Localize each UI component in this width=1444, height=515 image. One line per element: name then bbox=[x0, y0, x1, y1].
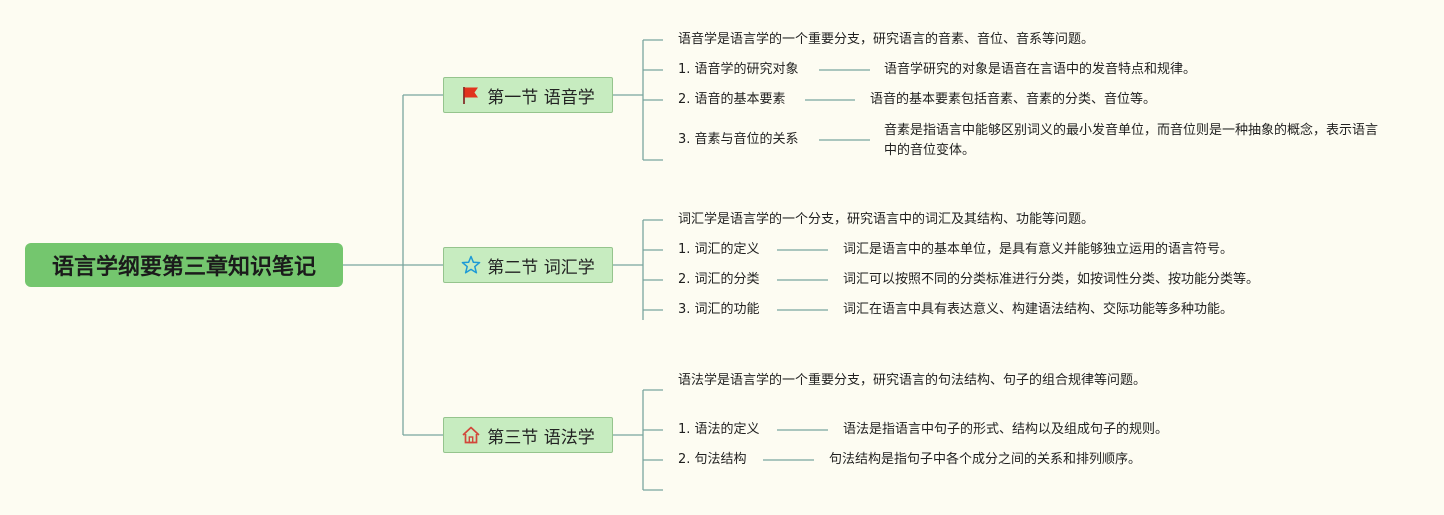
section-intro: 语法学是语言学的一个重要分支，研究语言的句法结构、句子的组合规律等问题。 bbox=[678, 373, 1147, 388]
house-icon bbox=[461, 425, 481, 445]
subtopic-label: 1. 语音学的研究对象 bbox=[678, 62, 799, 77]
subtopic-label: 3. 音素与音位的关系 bbox=[678, 132, 799, 147]
section-topic-lexicology[interactable]: 第二节 词汇学 bbox=[443, 247, 613, 283]
subtopic-description: 语法是指语言中句子的形式、结构以及组成句子的规则。 bbox=[843, 422, 1169, 437]
section-topic-phonetics[interactable]: 第一节 语音学 bbox=[443, 77, 613, 113]
section-title: 第三节 语法学 bbox=[487, 427, 595, 448]
star-icon bbox=[461, 255, 481, 275]
subtopic-label: 3. 词汇的功能 bbox=[678, 302, 760, 317]
subtopic-description: 句法结构是指句子中各个成分之间的关系和排列顺序。 bbox=[829, 452, 1142, 467]
section-title: 第一节 语音学 bbox=[487, 87, 595, 108]
subtopic-label: 2. 句法结构 bbox=[678, 452, 747, 467]
subtopic-label: 2. 语音的基本要素 bbox=[678, 92, 786, 107]
subtopic-description: 语音学研究的对象是语音在言语中的发音特点和规律。 bbox=[884, 62, 1197, 77]
subtopic-label: 1. 语法的定义 bbox=[678, 422, 760, 437]
subtopic-label: 1. 词汇的定义 bbox=[678, 242, 760, 257]
subtopic-description: 词汇可以按照不同的分类标准进行分类，如按词性分类、按功能分类等。 bbox=[843, 272, 1260, 287]
subtopic-description: 词汇在语言中具有表达意义、构建语法结构、交际功能等多种功能。 bbox=[843, 302, 1234, 317]
subtopic-description: 音素是指语言中能够区别词义的最小发音单位，而音位则是一种抽象的概念，表示语言中的… bbox=[884, 123, 1379, 158]
subtopic-label: 2. 词汇的分类 bbox=[678, 272, 760, 287]
section-intro: 语音学是语言学的一个重要分支，研究语言的音素、音位、音系等问题。 bbox=[678, 32, 1095, 47]
section-intro: 词汇学是语言学的一个分支，研究语言中的词汇及其结构、功能等问题。 bbox=[678, 212, 1095, 227]
subtopic-description: 词汇是语言中的基本单位，是具有意义并能够独立运用的语言符号。 bbox=[843, 242, 1234, 257]
root-topic[interactable]: 语言学纲要第三章知识笔记 bbox=[25, 243, 343, 287]
section-title: 第二节 词汇学 bbox=[487, 257, 595, 278]
red-flag-icon bbox=[461, 85, 481, 105]
section-topic-grammar[interactable]: 第三节 语法学 bbox=[443, 417, 613, 453]
root-title: 语言学纲要第三章知识笔记 bbox=[51, 255, 316, 280]
subtopic-description: 语音的基本要素包括音素、音素的分类、音位等。 bbox=[870, 92, 1157, 107]
